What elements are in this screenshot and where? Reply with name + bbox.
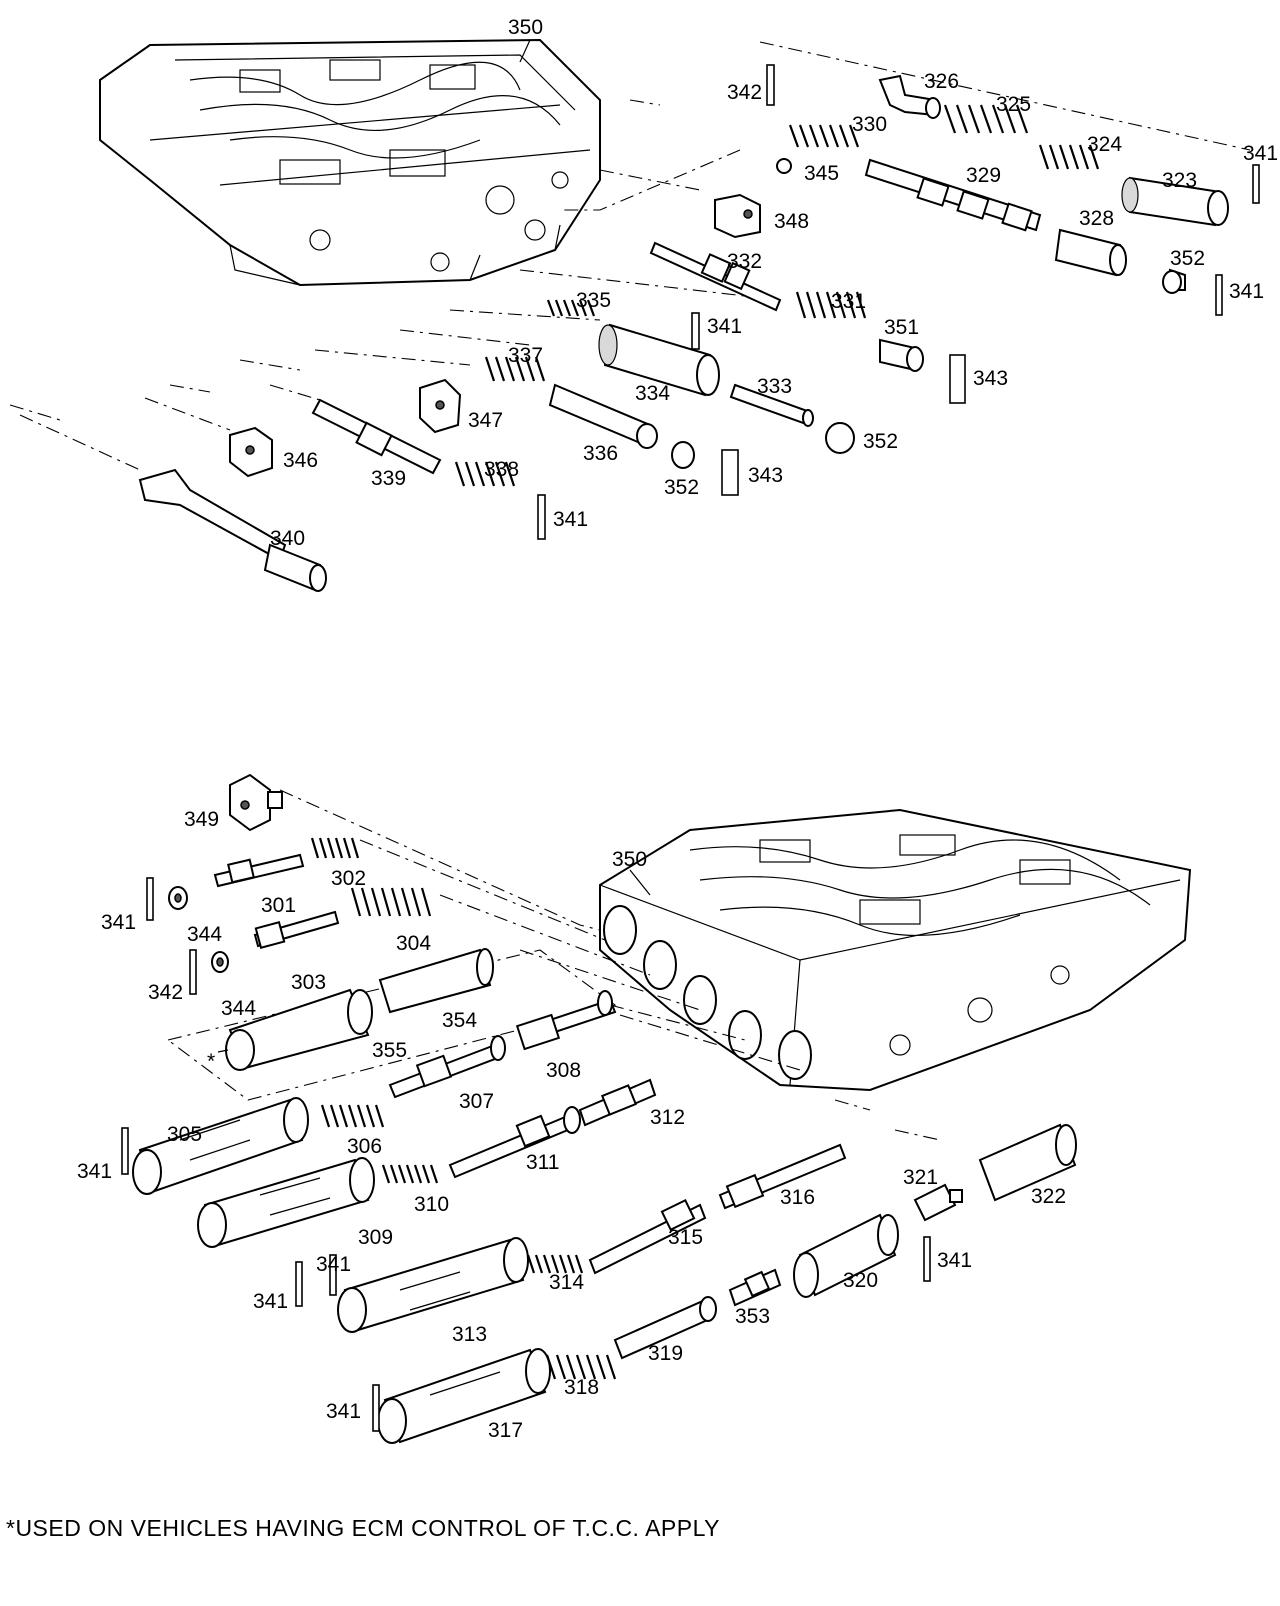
- label-318: 318: [564, 1376, 599, 1399]
- bottom-parts: [121, 773, 1077, 1444]
- label-352-right: 352: [1170, 247, 1205, 270]
- label-344-b: 344: [221, 997, 256, 1020]
- label-302: 302: [331, 867, 366, 890]
- top-leader-lines: [9, 41, 1251, 471]
- label-341-b5: 341: [253, 1290, 288, 1313]
- label-355: 355: [372, 1039, 407, 1062]
- label-338: 338: [484, 458, 519, 481]
- label-307: 307: [459, 1090, 494, 1113]
- label-351: 351: [884, 316, 919, 339]
- label-asterisk: *: [207, 1050, 215, 1073]
- label-323: 323: [1162, 169, 1197, 192]
- label-335: 335: [576, 289, 611, 312]
- label-341-b4: 341: [937, 1249, 972, 1272]
- label-346: 346: [283, 449, 318, 472]
- label-341-center: 341: [707, 315, 742, 338]
- label-341-b1: 341: [101, 911, 136, 934]
- top-parts: [138, 64, 1260, 592]
- label-325: 325: [996, 93, 1031, 116]
- label-321: 321: [903, 1166, 938, 1189]
- label-326: 326: [924, 70, 959, 93]
- label-347: 347: [468, 409, 503, 432]
- label-352-lower: 352: [664, 476, 699, 499]
- label-341-right: 341: [1229, 280, 1264, 303]
- label-330: 330: [852, 113, 887, 136]
- label-339: 339: [371, 467, 406, 490]
- label-311: 311: [526, 1151, 559, 1174]
- label-350-bottom: 350: [612, 848, 647, 871]
- label-304: 304: [396, 932, 431, 955]
- footnote: *USED ON VEHICLES HAVING ECM CONTROL OF …: [6, 1515, 721, 1541]
- valve-body-top: [99, 38, 601, 287]
- label-337: 337: [508, 344, 543, 367]
- label-301: 301: [261, 894, 296, 917]
- label-310: 310: [414, 1193, 449, 1216]
- label-341-b2: 341: [77, 1160, 112, 1183]
- label-341-b3: 341: [316, 1253, 351, 1276]
- bottom-leader-lines: [166, 789, 941, 1141]
- label-leaders: [217, 39, 651, 1053]
- label-317: 317: [488, 1419, 523, 1442]
- label-341-topright: 341: [1243, 142, 1278, 165]
- label-328: 328: [1079, 207, 1114, 230]
- label-350-top: 350: [508, 16, 543, 39]
- label-354: 354: [442, 1009, 477, 1032]
- label-306: 306: [347, 1135, 382, 1158]
- label-345: 345: [804, 162, 839, 185]
- label-309: 309: [358, 1226, 393, 1249]
- label-353: 353: [735, 1305, 770, 1328]
- label-342-bottom: 342: [148, 981, 183, 1004]
- label-320: 320: [843, 1269, 878, 1292]
- label-331: 331: [831, 290, 866, 313]
- label-341-lower: 341: [553, 508, 588, 531]
- label-341-b6: 341: [326, 1400, 361, 1423]
- label-349: 349: [184, 808, 219, 831]
- label-352-center: 352: [863, 430, 898, 453]
- part-labels: 350 342 326 325 330 324 341 345 329 323 …: [77, 16, 1278, 1442]
- label-343-right: 343: [973, 367, 1008, 390]
- label-334: 334: [635, 382, 670, 405]
- label-344-a: 344: [187, 923, 222, 946]
- label-308: 308: [546, 1059, 581, 1082]
- label-336: 336: [583, 442, 618, 465]
- label-332: 332: [727, 250, 762, 273]
- label-313: 313: [452, 1323, 487, 1346]
- label-342-top: 342: [727, 81, 762, 104]
- label-348: 348: [774, 210, 809, 233]
- label-333: 333: [757, 375, 792, 398]
- label-319: 319: [648, 1342, 683, 1365]
- label-324: 324: [1087, 133, 1122, 156]
- label-312: 312: [650, 1106, 685, 1129]
- label-343-lower: 343: [748, 464, 783, 487]
- label-329: 329: [966, 164, 1001, 187]
- label-315: 315: [668, 1226, 703, 1249]
- valve-body-bottom: [599, 808, 1192, 1092]
- label-303: 303: [291, 971, 326, 994]
- label-316: 316: [780, 1186, 815, 1209]
- label-305: 305: [167, 1123, 202, 1146]
- label-340: 340: [270, 527, 305, 550]
- label-322: 322: [1031, 1185, 1066, 1208]
- label-314: 314: [549, 1271, 584, 1294]
